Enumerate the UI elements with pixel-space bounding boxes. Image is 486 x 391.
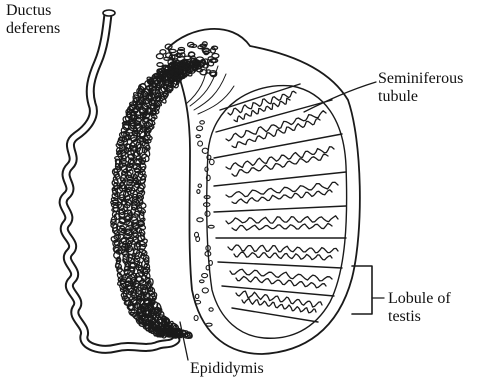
label-ductus-line2: deferens	[6, 20, 60, 38]
rete-dot	[197, 126, 203, 131]
rete-dot	[209, 308, 213, 311]
label-seminiferous-line1: Seminiferous	[378, 70, 463, 88]
tubule-coil	[232, 224, 332, 231]
rete-testis	[194, 121, 214, 327]
lobule-tab	[352, 266, 372, 314]
rete-dot	[197, 190, 200, 194]
label-lobule-line1: Lobule of	[388, 290, 451, 308]
label-seminiferous-tubule: Seminiferous tubule	[378, 70, 463, 106]
label-ductus-deferens: Ductus deferens	[6, 2, 60, 38]
rete-dot	[208, 225, 214, 228]
rete-dot	[210, 159, 215, 164]
epididymis-head-coil	[164, 57, 169, 60]
rete-dot	[200, 121, 205, 124]
rete-dot	[202, 148, 208, 153]
rete-dot	[206, 323, 212, 326]
epididymis	[110, 42, 219, 340]
rete-dot	[202, 274, 208, 278]
label-seminiferous-line2: tubule	[378, 88, 463, 106]
tubule-coil	[236, 276, 326, 287]
rete-dot	[209, 261, 212, 266]
label-lobule-of-testis: Lobule of testis	[388, 290, 451, 326]
rete-dot	[196, 135, 200, 138]
ductus-deferens	[63, 10, 176, 349]
rete-dot	[206, 266, 210, 270]
rete-dot	[198, 184, 201, 187]
tubule-coil	[234, 252, 332, 260]
leader-seminiferous	[304, 82, 376, 112]
rete-dot	[202, 288, 208, 293]
label-ductus-line1: Ductus	[6, 2, 60, 20]
rete-dot	[200, 280, 205, 283]
tubule-coil	[226, 182, 338, 197]
rete-dot	[198, 141, 203, 146]
tubule-coil	[226, 216, 338, 224]
ductus-cut-end	[103, 10, 115, 16]
rete-dot	[205, 167, 208, 171]
rete-dot	[205, 211, 210, 216]
tubule-coil	[230, 269, 332, 281]
label-epididymis: Epididymis	[190, 360, 264, 378]
rete-dot	[197, 218, 203, 222]
label-lobule-line2: testis	[388, 308, 451, 326]
epididymis-head-coil	[160, 50, 166, 55]
rete-dot	[195, 294, 199, 298]
tubule-coil	[242, 299, 316, 313]
tubule-coil	[228, 245, 338, 253]
rete-dot	[194, 316, 198, 321]
leader-epididymis	[180, 322, 188, 360]
epididymis-head-coil	[212, 54, 219, 59]
epididymis-head-coil	[157, 63, 163, 67]
